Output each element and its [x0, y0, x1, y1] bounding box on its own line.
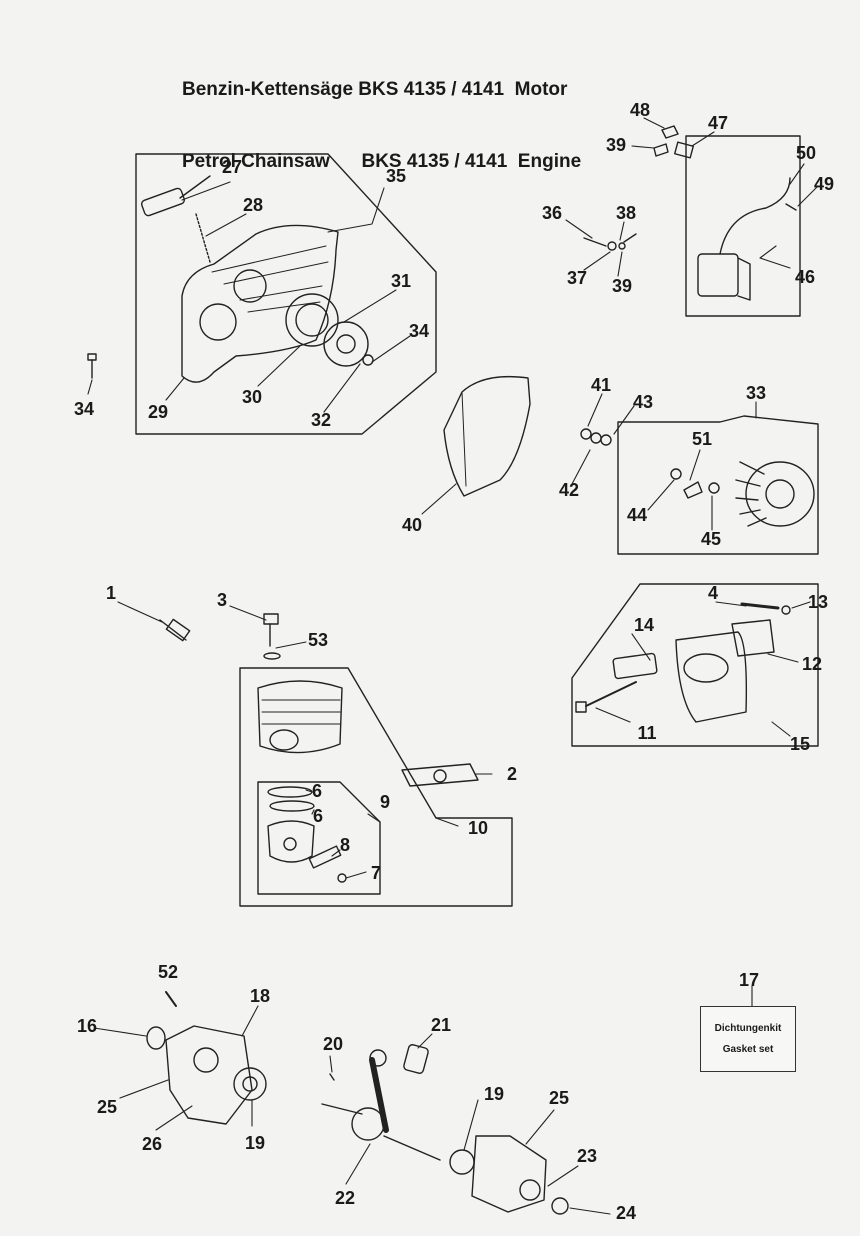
callout-22: 22	[334, 1188, 356, 1208]
callout-44: 44	[626, 505, 648, 525]
callout-31: 31	[390, 271, 412, 291]
callout-45: 45	[700, 529, 722, 549]
callout-32: 32	[310, 410, 332, 430]
callout-24: 24	[615, 1203, 637, 1223]
callout-35: 35	[385, 166, 407, 186]
callout-51: 51	[691, 429, 713, 449]
callout-47: 47	[707, 113, 729, 133]
group-outline-muffler	[571, 583, 819, 747]
page-title: Benzin-Kettensäge BKS 4135 / 4141 Motor …	[182, 30, 581, 198]
callout-15: 15	[789, 734, 811, 754]
callout-11: 11	[637, 723, 657, 743]
callout-3: 3	[216, 590, 228, 610]
crankcase-left-drawing	[146, 991, 267, 1125]
fan-cover-drawing	[443, 375, 531, 497]
group-outline-cylinder	[239, 667, 513, 907]
callout-25-left: 25	[96, 1097, 118, 1117]
callout-4: 4	[707, 583, 719, 603]
callout-48: 48	[629, 100, 651, 120]
callout-23: 23	[576, 1146, 598, 1166]
callout-53: 53	[307, 630, 329, 650]
callout-9: 9	[379, 792, 391, 812]
callout-39-top: 39	[605, 135, 627, 155]
callout-33: 33	[745, 383, 767, 403]
callout-40: 40	[401, 515, 423, 535]
callout-34-right: 34	[408, 321, 430, 341]
callout-6b: 6	[312, 806, 324, 826]
callout-10: 10	[467, 818, 489, 838]
leader-lines	[87, 117, 819, 1215]
callout-6a: 6	[311, 781, 323, 801]
title-line-english: Petrol Chainsaw BKS 4135 / 4141 Engine	[182, 151, 582, 172]
callout-37: 37	[566, 268, 588, 288]
crankshaft-drawing	[321, 1044, 441, 1161]
group-outline-starter	[135, 153, 437, 435]
callout-30: 30	[241, 387, 263, 407]
callout-38: 38	[615, 203, 637, 223]
callout-19-right: 19	[483, 1084, 505, 1104]
callout-16: 16	[76, 1016, 98, 1036]
cylinder-drawing	[257, 680, 343, 754]
spark-plug-drawing	[159, 618, 191, 642]
callout-2: 2	[506, 764, 518, 784]
callout-19-left: 19	[244, 1133, 266, 1153]
screw-34-left	[87, 353, 97, 379]
callout-14: 14	[633, 615, 655, 635]
washers-41-43	[580, 428, 612, 446]
title-line-german: Benzin-Kettensäge BKS 4135 / 4141 Motor	[182, 79, 568, 100]
callout-27: 27	[221, 157, 243, 177]
ignition-coil-drawing	[653, 125, 797, 301]
callout-18: 18	[249, 986, 271, 1006]
callout-49: 49	[813, 174, 835, 194]
piston-drawing	[267, 786, 347, 883]
callout-21: 21	[430, 1015, 452, 1035]
callout-29: 29	[147, 402, 169, 422]
callout-12: 12	[801, 654, 823, 674]
callout-13: 13	[807, 592, 829, 612]
callout-43: 43	[632, 392, 654, 412]
crankcase-right-drawing	[449, 1135, 569, 1215]
gasket-kit-label-german: Dichtungenkit	[714, 1023, 782, 1034]
callout-52: 52	[157, 962, 179, 982]
cylinder-gasket-drawing	[401, 763, 479, 787]
callout-39-bottom: 39	[611, 276, 633, 296]
starter-housing-drawing	[140, 175, 374, 383]
callout-50: 50	[795, 143, 817, 163]
screw-36-38	[583, 233, 637, 251]
flywheel-drawing	[670, 461, 815, 527]
callout-1: 1	[105, 583, 117, 603]
group-outline-ignition-coil	[685, 135, 801, 317]
gasket-kit-box: Dichtungenkit Gasket set	[700, 1006, 796, 1072]
callout-8: 8	[339, 835, 351, 855]
callout-20: 20	[322, 1034, 344, 1054]
callout-42: 42	[558, 480, 580, 500]
callout-28: 28	[242, 195, 264, 215]
group-outline-flywheel	[617, 415, 819, 555]
callout-25-right: 25	[548, 1088, 570, 1108]
bolt-3-and-ring-53	[263, 613, 281, 660]
callout-34-left: 34	[73, 399, 95, 419]
muffler-drawing	[575, 602, 791, 723]
callout-7: 7	[370, 863, 382, 883]
callout-41: 41	[590, 375, 612, 395]
callout-26: 26	[141, 1134, 163, 1154]
callout-46: 46	[794, 267, 816, 287]
group-outline-piston	[257, 781, 381, 895]
callout-36: 36	[541, 203, 563, 223]
callout-17: 17	[738, 970, 760, 990]
gasket-kit-label-english: Gasket set	[722, 1044, 774, 1055]
